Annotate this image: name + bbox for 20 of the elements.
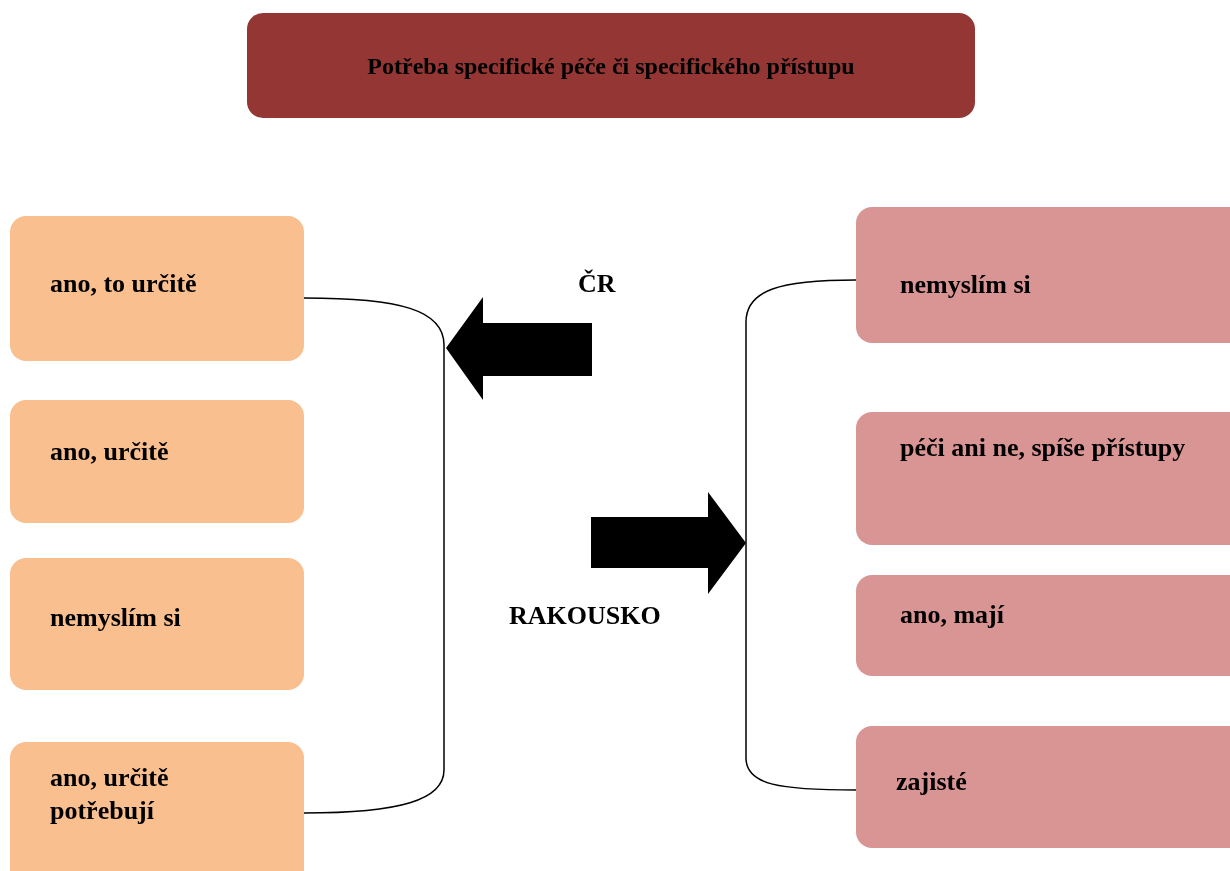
- text-box: [856, 575, 1230, 676]
- text-box: [10, 558, 304, 690]
- box-text: ano, to určitě: [50, 268, 198, 300]
- text-box: [856, 207, 1230, 343]
- country-label: ČR: [578, 268, 616, 300]
- box-text: ano, určitě potřebují: [50, 762, 170, 827]
- box-text: Potřeba specifické péče či specifického přístupu: [367, 51, 855, 81]
- box-text: ano, mají: [900, 599, 1006, 631]
- box-text: zajisté: [896, 766, 968, 798]
- text-box: [10, 216, 304, 361]
- text-box: [10, 742, 304, 871]
- box-text: nemyslím si: [50, 602, 182, 634]
- country-label: RAKOUSKO: [509, 600, 661, 632]
- text-box: [247, 13, 975, 118]
- box-text: ano, určitě: [50, 436, 170, 468]
- text-box: [856, 726, 1230, 848]
- text-box: [10, 400, 304, 523]
- box-text: nemyslím si: [900, 269, 1032, 301]
- text-box: [856, 412, 1230, 545]
- box-text: péči ani ne, spíše přístupy: [900, 432, 1187, 464]
